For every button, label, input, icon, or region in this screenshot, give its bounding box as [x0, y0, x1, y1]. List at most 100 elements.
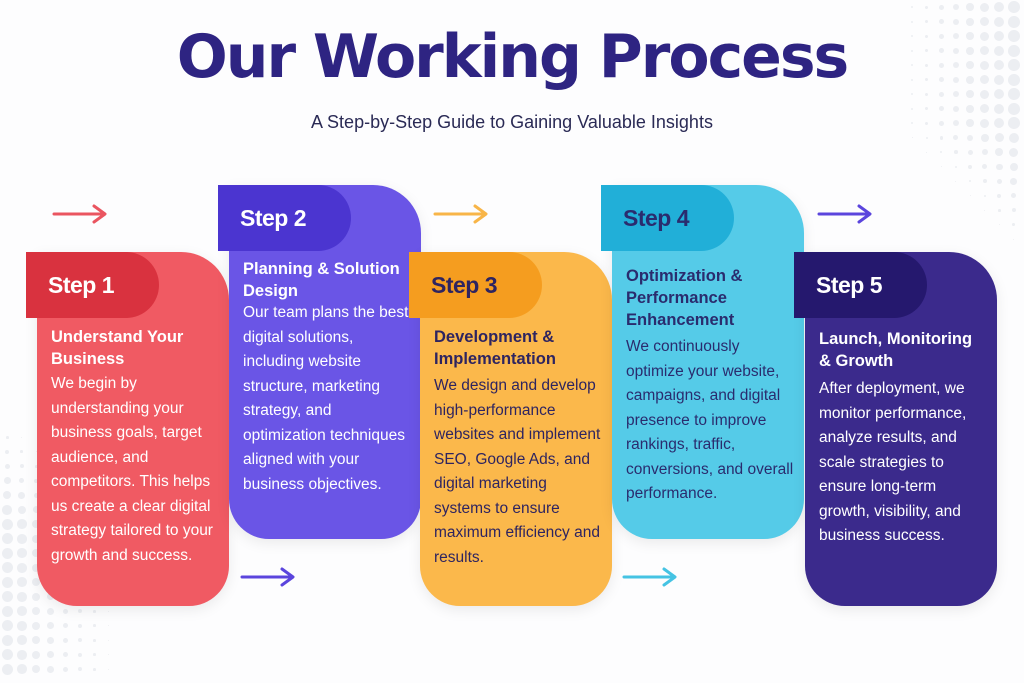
halftone-dot [953, 150, 958, 155]
halftone-dot [18, 491, 26, 499]
halftone-dot [994, 2, 1005, 13]
halftone-dot [997, 193, 1002, 198]
halftone-dot [996, 178, 1002, 184]
halftone-dot [984, 209, 986, 211]
halftone-dot [1, 518, 13, 530]
step-4-tab: Step 4 [601, 185, 734, 251]
halftone-dot [108, 654, 110, 656]
halftone-dot [911, 107, 914, 110]
step-4-description: We continuously optimize your website, c… [626, 338, 794, 502]
page-subtitle: A Step-by-Step Guide to Gaining Valuable… [311, 112, 713, 132]
halftone-dot [1, 576, 13, 588]
halftone-dot [983, 194, 986, 197]
halftone-dot [62, 637, 68, 643]
halftone-dot [967, 149, 973, 155]
halftone-dot [967, 134, 974, 141]
halftone-dot [3, 491, 12, 500]
halftone-dot [62, 652, 68, 658]
step-card-2: Step 2 Planning & Solution Design Our te… [218, 185, 421, 539]
halftone-dot [911, 6, 914, 9]
halftone-dot [1007, 1, 1020, 14]
halftone-dot [995, 148, 1004, 157]
halftone-dot [925, 136, 928, 139]
halftone-dot [21, 436, 23, 438]
halftone-dot [47, 665, 55, 673]
halftone-dot [62, 608, 68, 614]
halftone-dot [32, 621, 41, 630]
halftone-dot [938, 106, 944, 112]
step-3-title: Development & Implementation [434, 328, 556, 368]
arrow-right-icon [52, 204, 107, 224]
step-4-title: Optimization & Performance Enhancement [626, 267, 743, 329]
halftone-dot [32, 650, 41, 659]
halftone-dot [1009, 147, 1019, 157]
halftone-dot [994, 133, 1004, 143]
halftone-dot [1, 663, 13, 675]
halftone-dot [16, 562, 27, 573]
halftone-dot [1011, 208, 1016, 213]
halftone-dot [77, 652, 82, 657]
halftone-dot [955, 180, 957, 182]
halftone-dot [980, 2, 990, 12]
halftone-dot [32, 607, 41, 616]
halftone-dot [925, 92, 929, 96]
halftone-dot [1, 634, 13, 646]
halftone-dot [969, 195, 971, 197]
halftone-dot [1, 620, 13, 632]
halftone-dot [92, 653, 96, 657]
halftone-dot [62, 623, 68, 629]
halftone-dot [3, 477, 11, 485]
halftone-dot [32, 636, 41, 645]
halftone-dot [47, 607, 55, 615]
halftone-dot [5, 449, 10, 454]
halftone-dot [2, 504, 13, 515]
halftone-dot [1, 547, 13, 559]
step-3-tab: Step 3 [409, 252, 542, 318]
halftone-dot [77, 638, 82, 643]
halftone-dot [940, 166, 942, 168]
halftone-dot [952, 105, 959, 112]
arrow-right-icon [240, 567, 295, 587]
halftone-dot [108, 639, 110, 641]
halftone-dot [47, 636, 55, 644]
halftone-dot [938, 4, 944, 10]
halftone-dot [980, 133, 989, 142]
halftone-dot [16, 664, 27, 675]
halftone-dot [16, 635, 27, 646]
page-title: Our Working Process [176, 22, 850, 92]
halftone-dot [92, 638, 96, 642]
halftone-dot [1, 562, 13, 574]
halftone-dot [16, 606, 27, 617]
halftone-dot [981, 149, 988, 156]
halftone-dot [982, 179, 987, 184]
halftone-dot [62, 666, 68, 672]
halftone-dot [939, 136, 943, 140]
step-card-1: Step 1 Understand Your Business We begin… [26, 252, 229, 606]
halftone-dot [996, 163, 1003, 170]
halftone-dot [16, 548, 27, 559]
halftone-dot [16, 519, 27, 530]
step-2-tab: Step 2 [218, 185, 351, 251]
halftone-dot [19, 478, 25, 484]
halftone-dot [16, 620, 27, 631]
halftone-dot [1, 533, 13, 545]
step-3-description: We design and develop high-performance w… [434, 377, 601, 566]
halftone-dot [47, 651, 55, 659]
halftone-dot [911, 137, 913, 139]
halftone-dot [108, 625, 110, 627]
arrow-right-icon [622, 567, 677, 587]
halftone-dot [92, 624, 96, 628]
halftone-dot [940, 151, 943, 154]
halftone-dot [925, 107, 929, 111]
halftone-dot [952, 4, 959, 11]
halftone-dot [77, 623, 82, 628]
halftone-dot [926, 151, 928, 153]
halftone-dot [92, 667, 96, 671]
halftone-dot [954, 165, 957, 168]
halftone-dot [969, 180, 972, 183]
arrow-right-icon [817, 204, 872, 224]
halftone-dot [16, 533, 27, 544]
step-5-title: Launch, Monitoring & Growth [819, 330, 973, 370]
halftone-dot [968, 164, 973, 169]
step-card-3: Step 3 Development & Implementation We d… [409, 252, 612, 606]
